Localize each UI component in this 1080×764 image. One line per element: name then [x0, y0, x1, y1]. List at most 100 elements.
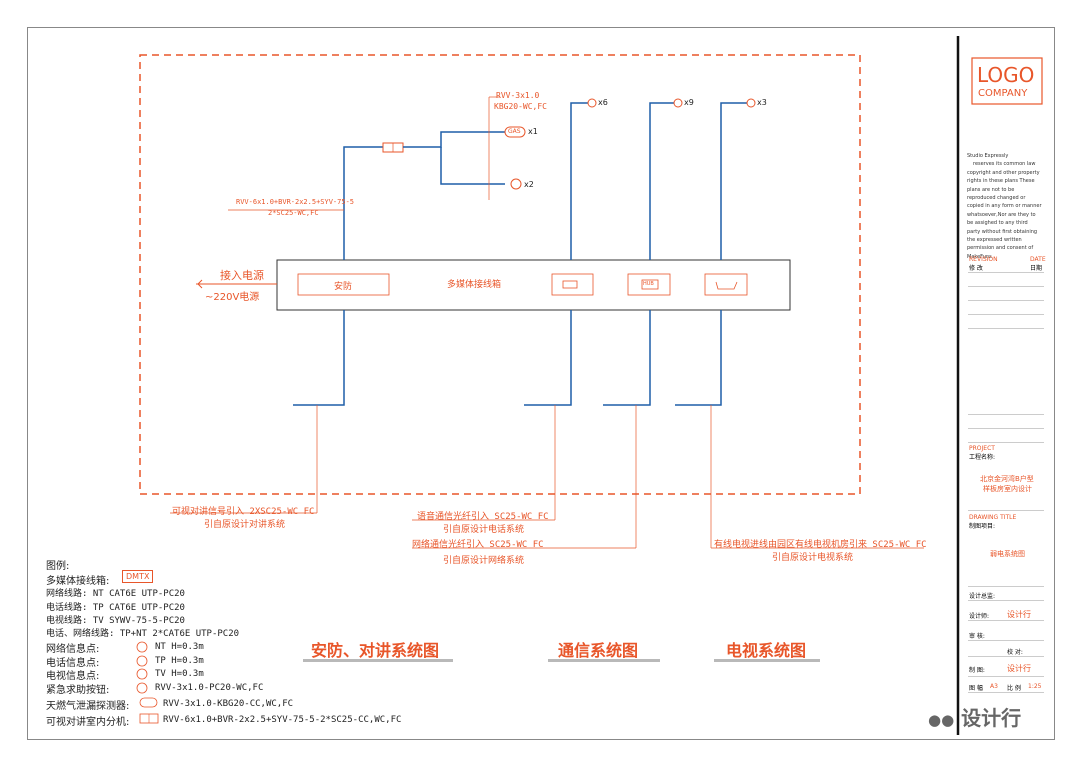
rev-en: REVISION [969, 256, 998, 263]
power-in-label: 接入电源 [220, 269, 264, 282]
power-arrow [197, 279, 203, 289]
project-cn: 工程名称: [969, 454, 996, 461]
intercom-cable-1: RVV-6x1.0+BVR-2x2.5+SYV-75-5 [236, 198, 355, 206]
nt-count: x9 [684, 98, 694, 107]
drawing-en: DRAWING TITLE [969, 514, 1017, 521]
security-module-label: 安防 [334, 282, 353, 292]
tv-outlet-symbol [746, 98, 756, 108]
legend-gas-spec: RVV-3x1.0-KBG20-CC,WC,FC [163, 699, 294, 709]
title-comm-bar [548, 659, 660, 662]
project-en: PROJECT [969, 445, 995, 452]
proof-label: 校 对: [1007, 649, 1023, 656]
nt-outlet-symbol [673, 98, 683, 108]
security-module [297, 273, 390, 296]
date-en: DATE [1030, 256, 1046, 263]
tp-outlet-symbol [587, 98, 597, 108]
project-name-2: 样板房室内设计 [983, 485, 1032, 493]
tv-module [704, 273, 748, 296]
legend-nt-symbol [136, 641, 148, 653]
note-intercom-2: 引自原设计对讲系统 [204, 520, 286, 530]
legend-gas: 天燃气泄漏探测器: [46, 701, 130, 712]
rev-cn: 修 改 [969, 265, 983, 272]
logo-box [971, 57, 1043, 105]
legend-telnet-line: 电话、网络线路: TP+NT 2*CAT6E UTP-PC20 [46, 629, 240, 639]
scale-label: 比 例 [1007, 685, 1021, 692]
watermark: ●● 设计行 [928, 706, 1022, 730]
project-name-1: 北京金河湾B户型 [980, 475, 1034, 483]
legend-tv-line: 电视线路: TV SYWV-75-5-PC20 [46, 616, 185, 626]
title-comm: 通信系统图 [558, 641, 639, 660]
gas-tag: GAS [508, 128, 521, 135]
tp-riser [570, 102, 588, 260]
note-tv-1: 有线电视进线由园区有线电视机房引来 SC25-WC FC [714, 540, 927, 550]
nt-riser [649, 102, 674, 260]
emergency-count: x2 [524, 180, 534, 189]
legend-box-label: 多媒体接线箱: [46, 576, 110, 587]
legend-tel-point-spec: TP H=0.3m [155, 656, 204, 666]
net-module [627, 273, 671, 296]
title-security-bar [303, 659, 453, 662]
legend-tel-line: 电话线路: TP CAT6E UTP-PC20 [46, 603, 185, 613]
tel-module [551, 273, 594, 296]
drawing-name: 弱电系统图 [990, 550, 1025, 558]
paper-value: A3 [990, 683, 998, 690]
net-module-label: HUB [643, 281, 654, 287]
intercom-wire [343, 146, 383, 260]
intercom-cable-2: 2*SC25-WC,FC [268, 209, 319, 217]
system-boundary [139, 54, 861, 495]
drafter-label: 制 图: [969, 667, 985, 674]
legend-intercom-spec: RVV-6x1.0+BVR-2x2.5+SYV-75-5-2*SC25-CC,W… [163, 715, 402, 725]
company-text: COMPANY [978, 88, 1028, 99]
title-tv: 电视系统图 [726, 641, 807, 660]
note-tv-2: 引自原设计电视系统 [772, 553, 854, 563]
tv-incoming [675, 310, 722, 406]
legend-box-tag: DMTX [122, 570, 154, 583]
legend-tv-symbol [136, 668, 148, 680]
copyright-notice: Studio Expressly reserves its common law… [967, 153, 1042, 260]
net-incoming [603, 310, 651, 406]
gas-count: x1 [528, 127, 538, 136]
legend-net-point: 网络信息点: [46, 644, 100, 655]
gas-cable-1: RVV-3x1.0 [496, 91, 540, 100]
checker-label: 审 核: [969, 633, 985, 640]
legend-tv-point-spec: TV H=0.3m [155, 669, 204, 679]
gas-wire [403, 131, 505, 148]
legend-gas-symbol [139, 697, 158, 708]
legend-intercom: 可视对讲室内分机: [46, 717, 130, 728]
date-cn: 日期 [1030, 265, 1043, 272]
power-in-sub: ~220V电源 [205, 292, 260, 303]
box-title: 多媒体接线箱 [447, 280, 502, 290]
drafter-name: 设计行 [1007, 664, 1031, 673]
logo-text: LOGO [977, 63, 1035, 87]
note-voice-1: 语音通信光纤引入 SC25-WC FC [417, 512, 549, 522]
tv-count: x3 [757, 98, 767, 107]
legend-net-line: 网络线路: NT CAT6E UTP-PC20 [46, 589, 185, 599]
scale-value: 1:25 [1028, 683, 1042, 690]
designer-label: 设计师: [969, 613, 990, 620]
legend-tel-point: 电话信息点: [46, 658, 100, 669]
gas-detector-symbol [504, 126, 526, 138]
drawing-sheet [27, 27, 1055, 740]
tp-count: x6 [598, 98, 608, 107]
legend-emergency-spec: RVV-3x1.0-PC20-WC,FC [155, 683, 264, 693]
legend-tv-point: 电视信息点: [46, 671, 100, 682]
voice-incoming [524, 310, 572, 406]
title-security: 安防、对讲系统图 [311, 641, 440, 660]
emergency-button-symbol [510, 178, 522, 190]
gas-cable-2: KBG20-WC,FC [494, 102, 547, 111]
legend-emergency-symbol [136, 682, 148, 694]
legend-net-point-spec: NT H=0.3m [155, 642, 204, 652]
drawing-cn: 制图项目: [969, 523, 996, 530]
tv-riser [720, 102, 747, 260]
legend-tp-symbol [136, 655, 148, 667]
legend-emergency: 紧急求助按钮: [46, 685, 110, 696]
intercom-incoming [293, 310, 345, 406]
designer-lead-label: 设计总监: [969, 593, 996, 600]
title-tv-bar [714, 659, 820, 662]
legend-title: 图例: [46, 561, 70, 572]
note-net-1: 网络通信光纤引入 SC25-WC FC [412, 540, 544, 550]
note-intercom-1: 可视对讲信号引入 2XSC25-WC FC [172, 507, 315, 517]
emergency-wire [440, 147, 505, 185]
note-voice-2: 引自原设计电话系统 [443, 525, 525, 535]
